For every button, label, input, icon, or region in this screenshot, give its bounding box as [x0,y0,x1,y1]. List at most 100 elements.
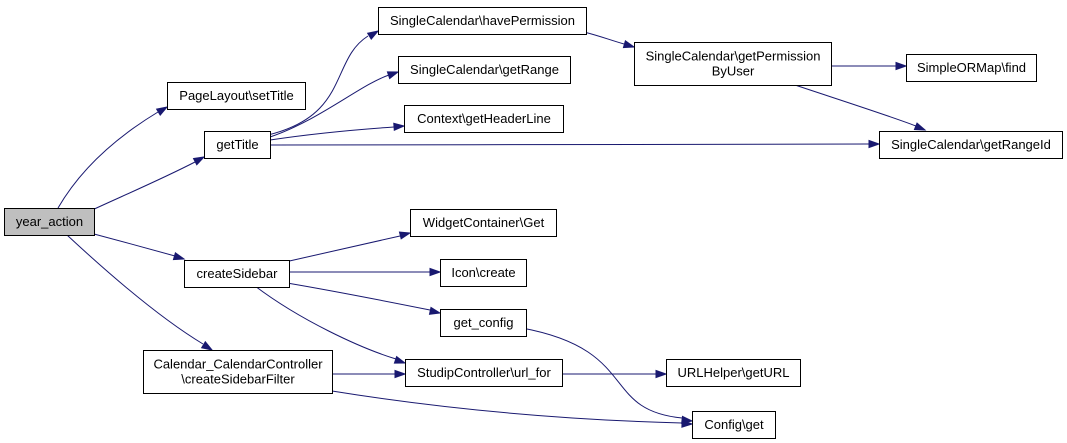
edge-line [583,31,625,45]
node-label: WidgetContainer\Get [423,215,545,230]
node-getRange[interactable]: SingleCalendar\getRange [398,56,571,84]
arrowhead-icon [386,71,400,80]
arrowhead-icon [366,30,380,41]
edge-year_action-to-createSidebar [93,233,186,261]
edge-createSidebar-to-getConfig [286,282,442,315]
node-getHeaderLine[interactable]: Context\getHeaderLine [404,105,564,133]
node-urlFor[interactable]: StudipController\url_for [405,359,563,387]
node-setTitle[interactable]: PageLayout\setTitle [167,82,306,110]
function-nodes: year_action PageLayout\setTitle getTitle cr… [4,7,1063,439]
arrowhead-icon [393,122,406,131]
node-box [4,208,95,236]
edge-line [66,234,204,345]
arrowhead-icon [192,156,206,166]
edge-getPermissionByUser-to-getRangeId [794,84,927,131]
node-label: StudipController\url_for [417,365,551,380]
arrowhead-icon [622,40,636,49]
edge-getTitle-to-getHeaderLine [269,122,406,141]
edge-havePermission-to-getPermissionByUser [583,31,636,49]
node-box [398,56,571,84]
node-label: SingleCalendar\havePermission [390,13,575,28]
edge-line [57,111,159,209]
edge-line [269,74,390,138]
node-createSidebarFilter[interactable]: Calendar_CalendarController\createSideba… [143,350,333,394]
node-getURL[interactable]: URLHelper\getURL [666,359,801,387]
edge-createSidebarFilter-to-configGet [331,390,694,428]
node-iconCreate[interactable]: Icon\create [440,259,527,287]
arrowhead-icon [394,369,407,379]
node-widgetGet[interactable]: WidgetContainer\Get [410,209,557,237]
edge-line [284,235,401,263]
node-label: SingleCalendar\getPermission [646,49,821,64]
arrowhead-icon [895,61,908,71]
node-find[interactable]: SimpleORMap\find [906,54,1037,82]
node-createSidebar[interactable]: createSidebar [184,260,290,288]
node-box [410,209,557,237]
edge-getTitle-to-getRange [269,71,400,138]
edge-line [269,126,395,141]
edge-line [794,84,917,127]
node-box [634,42,832,86]
edge-year_action-to-createSidebarFilter [66,234,214,351]
edge-getTitle-to-getRangeId [269,139,881,149]
node-label: Config\get [704,417,764,432]
node-getRangeId[interactable]: SingleCalendar\getRangeId [879,131,1063,159]
node-getConfig[interactable]: get_config [440,309,527,337]
node-getTitle[interactable]: getTitle [204,131,271,159]
edge-line [267,35,369,136]
node-label: getTitle [216,137,258,152]
arrowhead-icon [868,139,881,149]
node-label: Icon\create [451,265,515,280]
edge-createSidebar-to-widgetGet [284,231,412,263]
arrowhead-icon [155,106,169,116]
node-label: get_config [454,315,514,330]
edge-line [89,161,196,212]
edge-getPermissionByUser-to-find [831,61,908,71]
edge-line [521,327,683,419]
edge-line [269,143,870,146]
edge-createSidebar-to-urlFor [254,285,407,364]
node-box [404,105,564,133]
arrowhead-icon [428,306,442,315]
node-box [906,54,1037,82]
edge-line [286,282,431,311]
node-label: Calendar_CalendarController [153,357,323,372]
node-box [440,259,527,287]
node-label: SimpleORMap\find [917,60,1026,75]
edge-createSidebar-to-iconCreate [289,267,442,277]
node-havePermission[interactable]: SingleCalendar\havePermission [378,7,587,35]
node-box [666,359,801,387]
node-configGet[interactable]: Config\get [692,411,776,439]
node-box [879,131,1063,159]
arrowhead-icon [913,122,927,131]
arrowhead-icon [429,267,442,277]
node-label: year_action [16,214,83,229]
arrowhead-icon [681,419,694,428]
arrowhead-icon [655,369,668,379]
arrowhead-icon [393,355,407,364]
edge-line [93,233,176,257]
node-box [167,82,306,110]
node-box [405,359,563,387]
edge-createSidebarFilter-to-urlFor [331,369,407,379]
edge-line [254,285,397,360]
node-label: SingleCalendar\getRange [410,62,559,77]
edge-getTitle-to-havePermission [267,30,380,136]
node-label: createSidebar [197,266,279,281]
node-box [184,260,290,288]
arrowhead-icon [398,231,412,240]
node-label: SingleCalendar\getRangeId [891,137,1051,152]
node-year_action[interactable]: year_action [4,208,95,236]
edge-year_action-to-getTitle [89,156,206,212]
node-label: Context\getHeaderLine [417,111,551,126]
node-label: PageLayout\setTitle [179,88,293,103]
node-label: \createSidebarFilter [181,372,295,387]
node-box [692,411,776,439]
node-box [440,309,527,337]
arrowhead-icon [172,252,186,261]
node-box [143,350,333,394]
node-box [378,7,587,35]
call-edges [57,30,927,428]
